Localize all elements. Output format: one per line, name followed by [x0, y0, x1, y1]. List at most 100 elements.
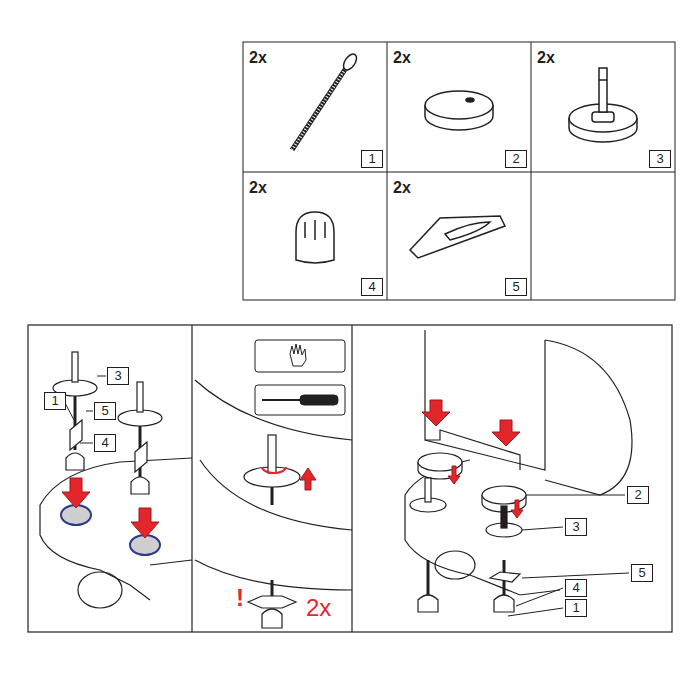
- step1-parts: [70, 420, 82, 450]
- step1-bowl: [150, 560, 192, 565]
- step3-parts: [418, 595, 438, 612]
- step3-parts: [410, 453, 526, 612]
- step2-parts: [271, 487, 274, 505]
- red-arrow: [300, 468, 316, 490]
- hinge-base-part: [599, 68, 607, 112]
- wedge-part: [445, 222, 490, 240]
- red-arrow: [492, 420, 520, 446]
- step3-leaders: [526, 495, 625, 496]
- step3-seat: [545, 340, 632, 495]
- nut-part: [296, 212, 334, 263]
- step1-parts: [72, 352, 78, 382]
- cap-part: [466, 98, 474, 102]
- step1-bowl: [78, 572, 122, 608]
- step3-parts: [425, 478, 431, 502]
- step2-parts: [268, 435, 276, 473]
- nut-part: [324, 222, 326, 238]
- part-number: 2: [505, 150, 527, 168]
- hand-icon: [290, 344, 306, 366]
- red-arrow: [262, 467, 286, 473]
- hand-icon: [255, 340, 345, 372]
- red-arrow: [62, 478, 159, 538]
- step3-leaders: [508, 608, 563, 616]
- screw-part: [292, 52, 359, 150]
- wedge-part: [410, 216, 505, 258]
- step1-bowl: [40, 458, 192, 608]
- step3-parts: [490, 572, 520, 582]
- step3-seat: [435, 551, 475, 579]
- callout-number: 1: [565, 599, 587, 617]
- step2-parts: [271, 580, 274, 596]
- screw-part: [341, 52, 359, 73]
- step3-leaders: [516, 588, 563, 606]
- step2-bowl: [195, 380, 352, 590]
- red-arrow: [448, 466, 460, 484]
- part-number: 1: [361, 150, 383, 168]
- step2-bowl: [195, 380, 352, 440]
- step1-leaders: [80, 443, 93, 444]
- step1-parts: [53, 352, 162, 494]
- part-number: 5: [505, 278, 527, 296]
- nut-part: [304, 222, 306, 238]
- warning-mark: !: [236, 586, 244, 610]
- red-arrow: [262, 467, 316, 490]
- step1-bowl: [40, 458, 192, 505]
- callout-number: 5: [631, 564, 653, 582]
- callout-number: 4: [565, 579, 587, 597]
- parts-table: [531, 42, 532, 300]
- red-arrow: [422, 400, 450, 426]
- cap-part: [425, 91, 493, 119]
- callout-number: 2: [627, 486, 649, 504]
- step1-leaders: [86, 411, 93, 412]
- screwdriver-icon: [255, 385, 345, 415]
- step3-parts: [427, 560, 430, 600]
- cap-part: [425, 91, 493, 130]
- red-arrow: [511, 500, 523, 518]
- part-number: 4: [361, 278, 383, 296]
- nut-part: [314, 220, 316, 240]
- callout-number: 4: [94, 434, 116, 452]
- steps-frame: [28, 325, 672, 632]
- step3-seat: [425, 330, 545, 470]
- steps-frame: [28, 325, 672, 632]
- step1-parts: [131, 477, 149, 494]
- red-arrow: [422, 400, 523, 518]
- step3-parts: [494, 595, 514, 612]
- quantity-label: 2x: [249, 180, 267, 196]
- step2-parts: [248, 596, 296, 608]
- step1-parts: [66, 453, 84, 470]
- hinge-base-part: [569, 68, 637, 142]
- step2-parts: [244, 435, 300, 628]
- step3-leaders: [508, 495, 629, 616]
- screwdriver-icon: [300, 395, 338, 405]
- screwdriver-icon: [255, 385, 345, 415]
- step3-leaders: [522, 573, 629, 578]
- callout-number: 1: [44, 392, 66, 410]
- quantity-label: 2x: [393, 50, 411, 66]
- parts-table: [243, 42, 675, 300]
- part-number: 3: [649, 150, 671, 168]
- steps-frame: [351, 325, 352, 632]
- parts-table: [243, 42, 675, 300]
- screw-part: [292, 68, 346, 150]
- callout-number: 3: [565, 518, 587, 536]
- screw-part: [292, 68, 346, 150]
- callout-number: 5: [94, 402, 116, 420]
- step3-parts: [501, 506, 507, 528]
- step3-leaders: [522, 527, 563, 530]
- quantity-label: 2x: [537, 50, 555, 66]
- step1-leaders: [97, 376, 106, 377]
- step1-parts: [135, 442, 147, 472]
- steps-frame: [191, 325, 192, 632]
- callout-number: 3: [107, 367, 129, 385]
- nut-part: [296, 212, 334, 263]
- hinge-base-part: [592, 112, 614, 122]
- hinge-base-part: [599, 79, 607, 81]
- quantity-label: 2x: [306, 596, 331, 620]
- hand-icon: [255, 340, 345, 372]
- parts-table: [243, 172, 675, 173]
- quantity-label: 2x: [393, 180, 411, 196]
- screwdriver-icon: [262, 399, 300, 401]
